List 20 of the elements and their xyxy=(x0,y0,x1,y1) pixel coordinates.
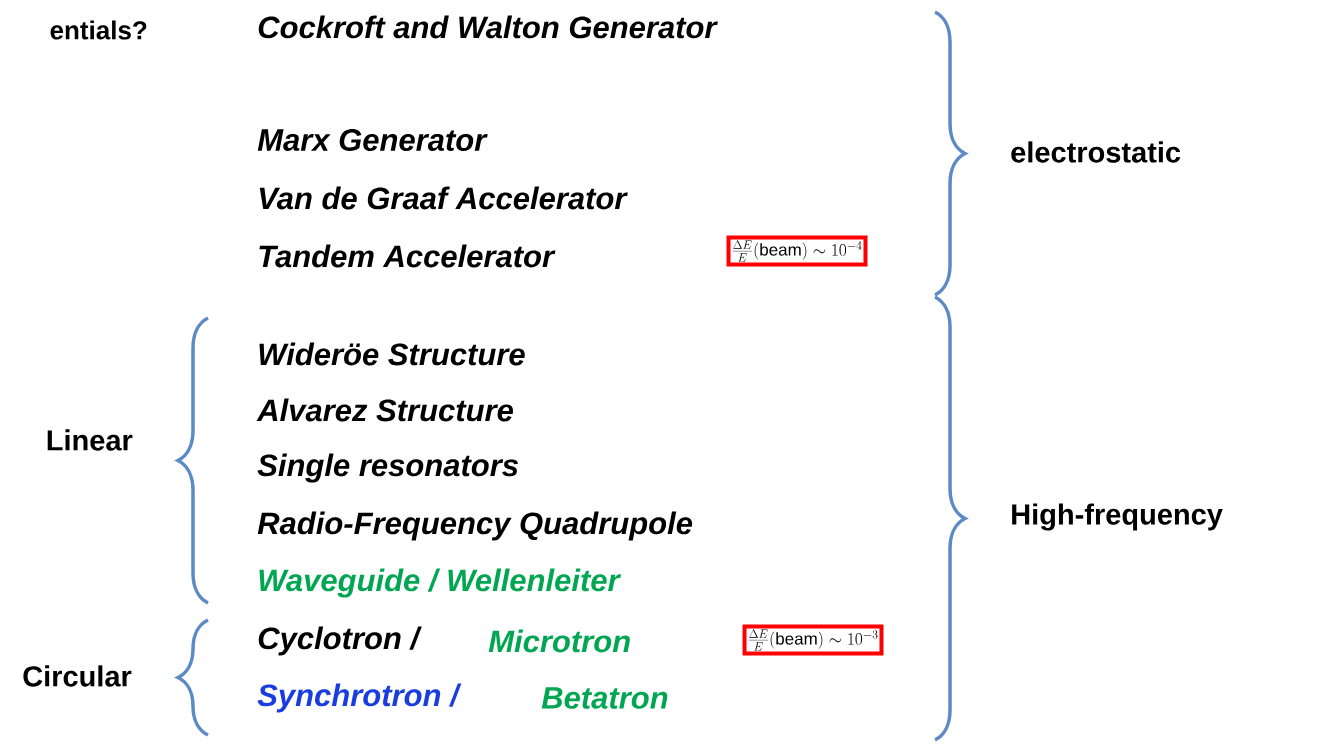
list-item: Synchrotron / xyxy=(257,683,462,713)
list-item: Single resonators xyxy=(257,453,518,483)
list-item: Van de Graaf Accelerator xyxy=(259,186,628,210)
list-item: Cockroft and Walton Generator xyxy=(258,15,718,39)
formula-box: $\frac{\Delta E}{E}(\mathrm{beam}) \sim 10^{-3}$ xyxy=(742,624,884,656)
list-item: Waveguide / Wellenleiter xyxy=(259,568,621,598)
heading-text: entials? xyxy=(50,20,147,40)
list-item: Radio-Frequency Quadrupole xyxy=(257,511,693,541)
group-label: High-frequency xyxy=(1012,503,1223,531)
list-item: Cyclotron / xyxy=(258,626,422,656)
list-item: Betatron xyxy=(541,687,668,709)
group-label: Linear xyxy=(47,429,133,451)
group-label: Circular xyxy=(23,665,132,687)
list-item: Alvarez Structure xyxy=(256,398,513,422)
list-item: Tandem Accelerator xyxy=(259,244,556,268)
list-item: Microtron xyxy=(488,629,630,653)
group-label: electrostatic xyxy=(1011,141,1181,163)
list-item: Marx Generator xyxy=(257,129,488,151)
list-item: Wideröe Structure xyxy=(259,342,525,366)
formula-box: $\frac{\Delta E}{E}(\mathrm{beam}) \sim 10^{-4}$ xyxy=(726,235,868,267)
